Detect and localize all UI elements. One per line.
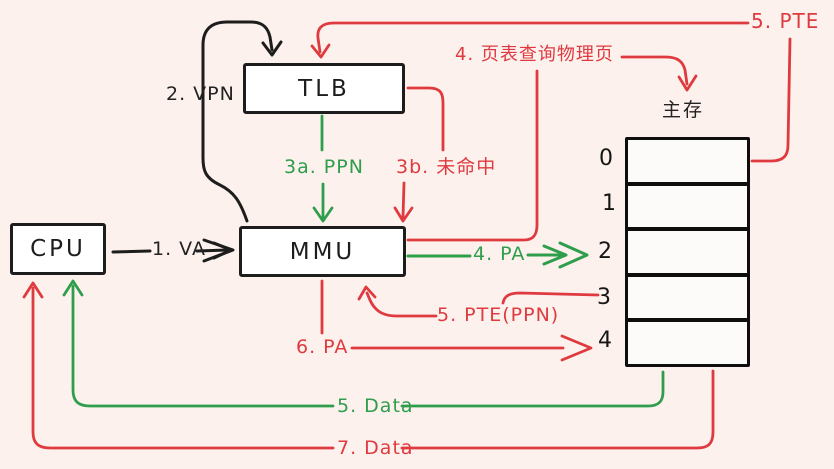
memory-row-label-4: 4 <box>598 328 612 353</box>
arrow-pa-miss <box>320 279 593 362</box>
main-memory-title: 主存 <box>661 99 704 121</box>
arrow-page-lookup <box>406 55 698 242</box>
tlb-box: TLB <box>243 63 405 114</box>
cpu-box: CPU <box>10 223 106 275</box>
arrow-tlb-miss <box>393 86 445 223</box>
label-pte: 5. PTE <box>751 9 820 33</box>
mmu-box: MMU <box>239 226 406 277</box>
arrow-pte-to-tlb <box>310 21 792 163</box>
cpu-label: CPU <box>30 236 86 262</box>
label-va: 1. VA <box>152 238 206 260</box>
memory-cell-1 <box>628 181 747 228</box>
label-data-hit: 5. Data <box>337 395 414 417</box>
label-pa-hit: 4. PA <box>473 243 526 265</box>
memory-row-label-2: 2 <box>598 239 612 264</box>
tlb-label: TLB <box>298 75 350 102</box>
label-pa-miss: 6. PA <box>296 336 349 358</box>
arrow-pa-hit <box>406 241 589 269</box>
label-data-miss: 7. Data <box>337 437 414 459</box>
mmu-label: MMU <box>289 238 356 265</box>
memory-row-label-1: 1 <box>602 191 616 216</box>
arrow-vpn <box>201 20 283 223</box>
memory-cell-2 <box>628 227 747 273</box>
arrow-pte-ppn <box>357 285 600 318</box>
label-ppn: 3a. PPN <box>284 156 364 178</box>
arrow-va <box>111 238 235 263</box>
label-tlb-miss: 3b. 未命中 <box>396 156 497 178</box>
arrow-data-hit <box>62 279 665 408</box>
memory-cell-3 <box>628 272 747 319</box>
label-page-table-lookup: 4. 页表查询物理页 <box>455 44 614 65</box>
main-memory <box>625 137 750 367</box>
label-vpn: 2. VPN <box>166 83 235 105</box>
arrow-data-miss <box>22 281 715 450</box>
memory-cell-0 <box>628 140 747 182</box>
memory-row-label-0: 0 <box>599 146 613 171</box>
memory-cell-4 <box>628 318 747 364</box>
label-pte-ppn: 5. PTE(PPN) <box>437 304 560 326</box>
arrow-ppn <box>312 114 334 223</box>
memory-row-label-3: 3 <box>597 285 611 310</box>
